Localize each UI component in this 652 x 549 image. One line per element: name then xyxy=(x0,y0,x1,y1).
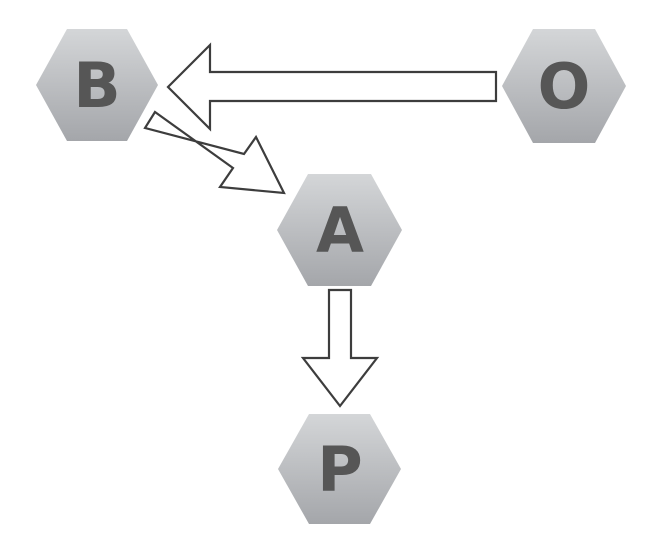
node-p: P xyxy=(278,414,401,524)
node-b: B xyxy=(36,29,158,141)
hexagon-node-o xyxy=(502,29,626,143)
arrow-a-to-p xyxy=(300,288,380,408)
node-a-label: A xyxy=(316,194,364,267)
node-o-label: O xyxy=(538,50,591,123)
node-a: A xyxy=(277,174,402,286)
node-o: O xyxy=(502,29,626,143)
hexagon-node-p xyxy=(278,414,401,524)
hexagon-node-a xyxy=(277,174,402,286)
node-p-label: P xyxy=(317,433,362,506)
arrow-b-to-a xyxy=(143,110,286,195)
hexagon-node-b xyxy=(36,29,158,141)
arrow-o-to-b xyxy=(166,42,498,132)
node-b-label: B xyxy=(73,49,120,122)
